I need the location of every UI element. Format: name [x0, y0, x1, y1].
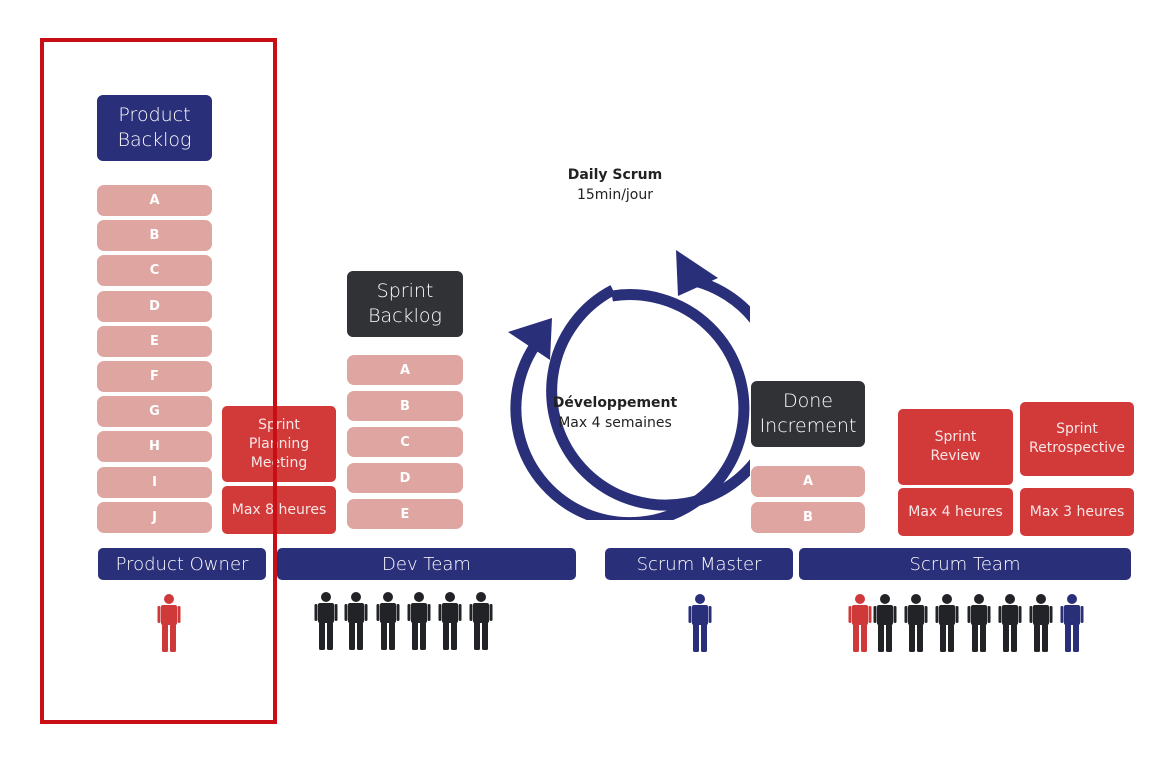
daily-scrum-arrowhead	[676, 250, 718, 296]
product-backlog-item: H	[97, 431, 212, 463]
person-icon	[688, 594, 712, 656]
sprint-planning-duration: Max 8 heures	[222, 486, 336, 534]
scrum-loop-diagram	[508, 250, 750, 520]
person-icon	[344, 592, 368, 654]
person-icon	[998, 594, 1022, 656]
product-backlog-item: A	[97, 185, 212, 216]
person-icon	[967, 594, 991, 656]
product-backlog-item: B	[97, 220, 212, 252]
sprint-backlog-item: E	[347, 499, 463, 529]
product-backlog-title: Product Backlog	[97, 95, 212, 161]
sprint-backlog-item: D	[347, 463, 463, 493]
person-icon	[935, 594, 959, 656]
development-arrowhead	[508, 318, 552, 360]
person-icon	[314, 592, 338, 654]
product-owner-bar: Product Owner	[98, 548, 266, 580]
sprint-review-duration: Max 4 heures	[898, 488, 1013, 536]
person-icon	[469, 592, 493, 654]
sprint-review: Sprint Review	[898, 409, 1013, 485]
product-backlog-item: D	[97, 290, 212, 322]
sprint-backlog-item: C	[347, 427, 463, 457]
person-icon	[407, 592, 431, 654]
development-title: Développement	[552, 395, 678, 411]
person-icon	[157, 594, 181, 656]
daily-scrum-label: Daily Scrum 15min/jour	[540, 165, 690, 205]
product-backlog-item: F	[97, 361, 212, 392]
product-backlog-item: G	[97, 396, 212, 428]
person-icon	[1060, 594, 1084, 656]
development-subtitle: Max 4 semaines	[558, 415, 672, 431]
person-icon	[904, 594, 928, 656]
done-increment-item: B	[751, 502, 865, 533]
person-icon	[438, 592, 462, 654]
person-icon	[848, 594, 872, 656]
product-backlog-item: C	[97, 255, 212, 287]
done-increment-title: Done Increment	[751, 381, 865, 447]
person-icon	[376, 592, 400, 654]
sprint-retrospective: Sprint Retrospective	[1020, 402, 1134, 476]
product-backlog-item: I	[97, 466, 212, 498]
person-icon	[1029, 594, 1053, 656]
daily-scrum-title: Daily Scrum	[567, 167, 663, 183]
daily-scrum-subtitle: 15min/jour	[576, 187, 653, 203]
scrum-master-bar: Scrum Master	[605, 548, 793, 580]
sprint-retrospective-duration: Max 3 heures	[1020, 488, 1134, 536]
sprint-planning-meeting: Sprint Planning Meeting	[222, 406, 336, 482]
development-arc	[510, 289, 750, 520]
done-increment-item: A	[751, 466, 865, 497]
scrum-team-bar: Scrum Team	[799, 548, 1131, 580]
dev-team-bar: Dev Team	[277, 548, 576, 580]
product-owner-highlight	[40, 38, 277, 724]
development-label: Développement Max 4 semaines	[530, 393, 700, 433]
sprint-backlog-title: Sprint Backlog	[347, 271, 463, 337]
person-icon	[873, 594, 897, 656]
product-backlog-item: J	[97, 501, 212, 533]
sprint-backlog-item: B	[347, 391, 463, 421]
sprint-backlog-item: A	[347, 355, 463, 385]
product-backlog-item: E	[97, 325, 212, 357]
